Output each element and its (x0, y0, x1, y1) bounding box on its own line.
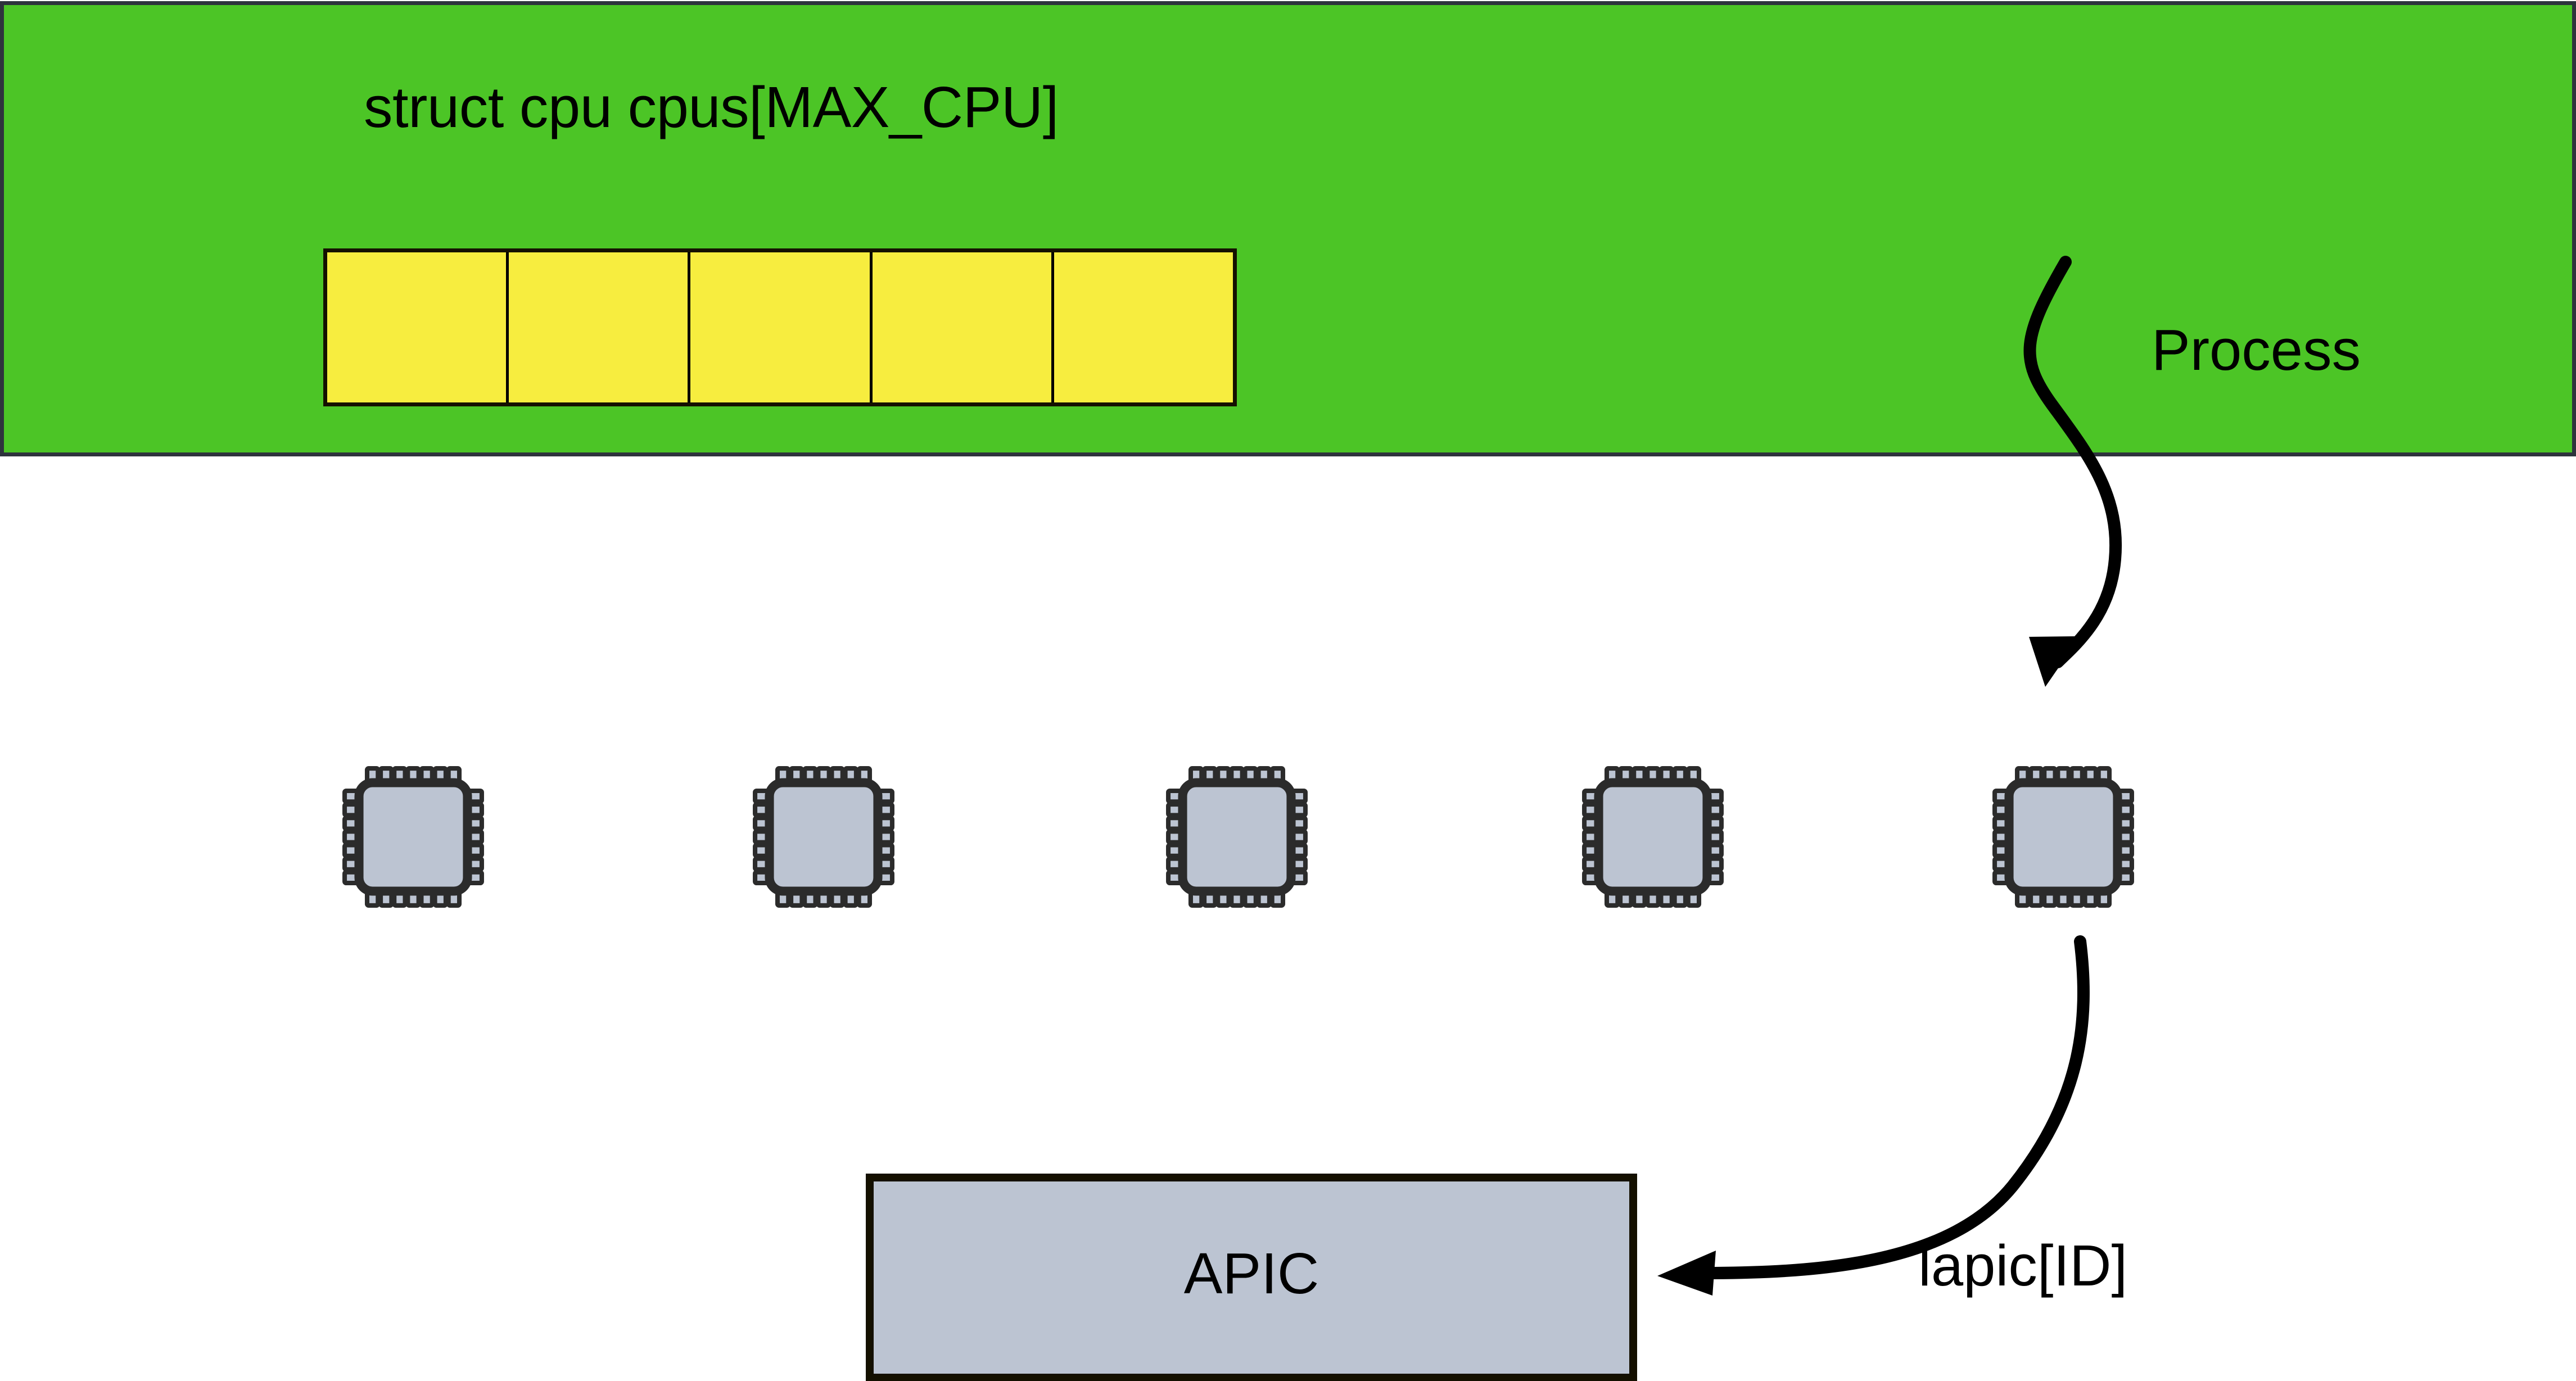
cpus-array (323, 248, 1237, 406)
cpus-array-cell[interactable] (1054, 252, 1233, 402)
cpus-array-cell[interactable] (690, 252, 873, 402)
cpu-chip-icon[interactable] (748, 762, 899, 912)
cpu-chip-icon[interactable] (338, 762, 489, 912)
cpus-array-cell[interactable] (327, 252, 509, 402)
kernel-region-title: struct cpu cpus[MAX_CPU] (364, 75, 1059, 139)
apic-label: APIC (1183, 1240, 1319, 1306)
cpus-array-cell[interactable] (509, 252, 691, 402)
apic-box[interactable]: APIC (866, 1174, 1637, 1381)
cpu-chip-icon[interactable] (1162, 762, 1312, 912)
cpu-chips-row (0, 762, 2576, 919)
lapic-arrow-label: lapic[ID] (1918, 1233, 2128, 1298)
process-arrow-label: Process (2152, 318, 2361, 382)
cpu-chip-icon[interactable] (1988, 762, 2139, 912)
cpus-array-cell[interactable] (872, 252, 1054, 402)
cpu-chip-icon[interactable] (1578, 762, 1728, 912)
